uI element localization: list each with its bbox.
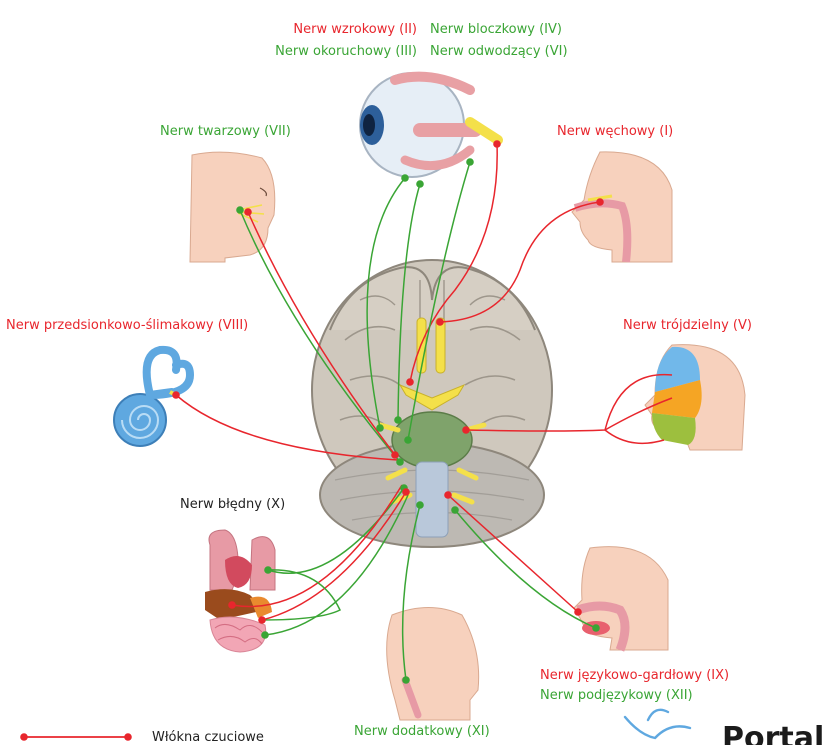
legend: Włókna czuciowe bbox=[20, 730, 264, 745]
label-hypoglossal: Nerw podjęzykowy (XII) bbox=[540, 688, 693, 703]
fiber-facial-motor bbox=[239, 209, 401, 463]
fiber-accessory bbox=[401, 504, 421, 681]
head-icon bbox=[189, 151, 276, 263]
ear-icon bbox=[113, 345, 195, 447]
fiber-olfactory bbox=[439, 201, 601, 323]
label-olfactory: Nerw węchowy (I) bbox=[557, 124, 673, 139]
fiber-trigeminal-2 bbox=[604, 397, 673, 431]
fiber-vagus-3 bbox=[264, 494, 409, 636]
fiber-facial-sensory bbox=[247, 211, 396, 456]
fiber-vagus-2 bbox=[261, 491, 407, 621]
eye-icon bbox=[359, 71, 503, 178]
label-vagus: Nerw błędny (X) bbox=[180, 497, 285, 512]
label-accessory: Nerw dodatkowy (XI) bbox=[354, 724, 490, 739]
brain-icon bbox=[311, 259, 553, 548]
legend-sensory-label: Włókna czuciowe bbox=[152, 730, 264, 745]
fiber-trigeminal-1 bbox=[465, 373, 673, 432]
head-icon bbox=[644, 344, 746, 451]
fiber-trochlear bbox=[407, 161, 471, 441]
label-facial: Nerw twarzowy (VII) bbox=[160, 124, 291, 139]
logo-icon: Portal bbox=[623, 708, 824, 745]
label-oculomotor: Nerw okoruchowy (III) bbox=[275, 44, 417, 59]
label-abducens: Nerw odwodzący (VI) bbox=[430, 44, 568, 59]
fiber-vestibulocochlear bbox=[175, 394, 399, 461]
head-icon bbox=[573, 546, 669, 652]
label-trigeminal: Nerw trójdzielny (V) bbox=[623, 318, 752, 333]
fiber-abducens bbox=[366, 177, 406, 429]
fiber-glossopharyngeal bbox=[447, 494, 579, 613]
head-icon bbox=[386, 607, 480, 721]
logo-text: Portal bbox=[722, 721, 824, 745]
label-glossopharyngeal: Nerw językowo-gardłowy (IX) bbox=[540, 668, 729, 683]
label-trochlear: Nerw bloczkowy (IV) bbox=[430, 22, 562, 37]
fiber-vagus-1 bbox=[267, 487, 405, 574]
label-vestibulocochlear: Nerw przedsionkowo-ślimakowy (VIII) bbox=[6, 318, 248, 333]
fiber-optic bbox=[409, 143, 498, 383]
label-optic: Nerw wzrokowy (II) bbox=[293, 22, 417, 37]
fiber-endpoints bbox=[172, 140, 604, 684]
fiber-oculomotor bbox=[397, 183, 421, 421]
nerve-fibers bbox=[175, 143, 673, 681]
fiber-trigeminal-3 bbox=[604, 429, 665, 445]
nerve-labels: Nerw wzrokowy (II) Nerw okoruchowy (III)… bbox=[6, 22, 752, 739]
head-icon bbox=[571, 151, 673, 263]
fiber-vagus-5 bbox=[261, 569, 341, 621]
fiber-hypoglossal bbox=[454, 509, 597, 629]
